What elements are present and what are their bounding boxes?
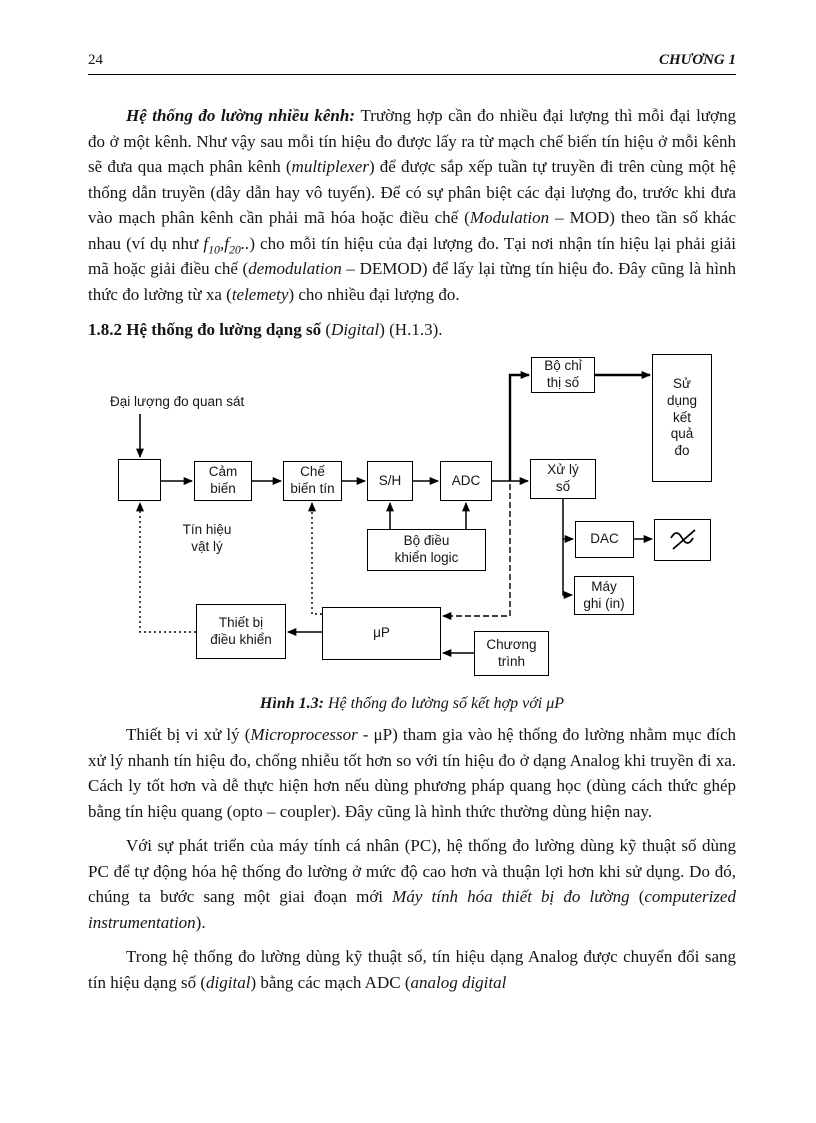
label-observed-quantity: Đại lượng đo quan sát <box>110 394 245 409</box>
data-bus-connector <box>442 484 511 620</box>
label-physical-signal: Tín hiệu vật lý <box>182 522 232 554</box>
control-feedback-connectors <box>136 502 322 633</box>
box-measured-input <box>118 459 161 501</box>
box-adc: ADC <box>440 461 492 501</box>
box-program: Chương trình <box>474 631 549 676</box>
page-header: 24 CHƯƠNG 1 <box>88 52 736 75</box>
signal-path-connectors <box>136 371 653 657</box>
box-control-device: Thiết bị điều khiển <box>196 604 286 659</box>
paragraph-pc: Với sự phát triển của máy tính cá nhân (… <box>88 836 736 932</box>
figure-caption: Hình 1.3: Hệ thống đo lường số kết hợp v… <box>259 695 565 712</box>
box-result-use: Sử dụng kết quả đo <box>652 354 712 482</box>
box-digital-display: Bộ chỉ thị số <box>531 357 595 393</box>
section-heading-1-8-2: 1.8.2 Hệ thống đo lường dạng số (Digital… <box>88 320 443 339</box>
low-pass-filter-icon <box>669 529 696 550</box>
page-number: 24 <box>88 52 103 68</box>
paragraph-adc: Trong hệ thống đo lường dùng kỹ thuật số… <box>88 947 736 992</box>
box-sensor: Cảm biến <box>194 461 252 501</box>
paragraph-multichannel: Hệ thống đo lường nhiều kênh: Trường hợp… <box>88 106 737 304</box>
chapter-label: CHƯƠNG 1 <box>658 52 736 68</box>
figure-1-3-diagram: Đại lượng đo quan sát Tín hiệu vật lý Cả… <box>88 354 736 686</box>
box-recorder: Máy ghi (in) <box>574 576 634 615</box>
box-signal-conditioner: Chế biến tín <box>283 461 342 501</box>
box-sample-hold: S/H <box>367 461 413 501</box>
box-logic-controller: Bộ điều khiển logic <box>367 529 486 571</box>
diagram-connectors <box>136 371 653 657</box>
box-filter <box>654 519 711 561</box>
box-digital-processing: Xử lý số <box>530 459 596 499</box>
box-microprocessor: μP <box>322 607 441 660</box>
paragraph-microprocessor: Thiết bị vi xử lý (Microprocessor - μP) … <box>88 725 736 821</box>
box-dac: DAC <box>575 521 634 558</box>
